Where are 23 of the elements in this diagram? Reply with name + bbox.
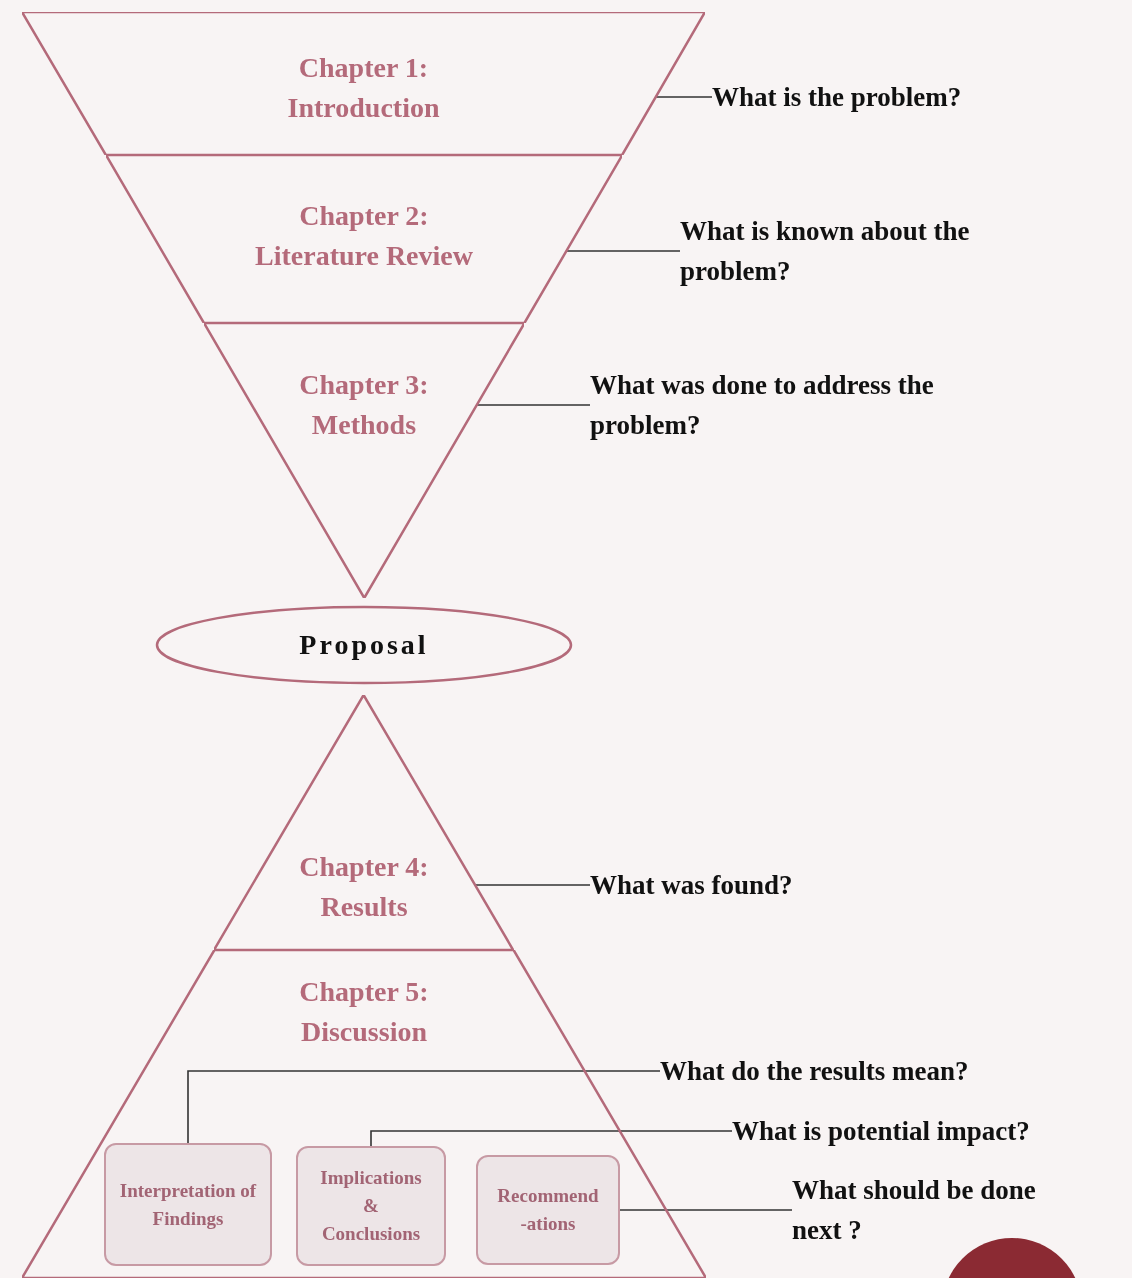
leader-line xyxy=(474,884,591,886)
question-text: What should be done next ? xyxy=(792,1170,1092,1250)
leader-line xyxy=(370,1130,733,1147)
question-text: What was found? xyxy=(590,865,990,905)
leader-line xyxy=(619,1209,793,1211)
leader-line xyxy=(565,250,681,252)
leader-line xyxy=(654,96,713,98)
topic-box: Interpretation of Findings xyxy=(104,1143,272,1266)
chapter-title: Chapter 4: Results xyxy=(298,850,430,924)
question-text: What was done to address the problem? xyxy=(590,365,1035,445)
proposal-label: Proposal xyxy=(299,629,429,660)
chapter-title: Chapter 5: Discussion xyxy=(298,975,430,1049)
question-text: What do the results mean? xyxy=(660,1051,1080,1091)
chapter-title: Chapter 1: Introduction xyxy=(286,51,441,125)
chapter-title: Chapter 3: Methods xyxy=(298,368,430,442)
leader-line xyxy=(475,404,591,406)
topic-box: Implications & Conclusions xyxy=(296,1146,446,1266)
chapter-title: Chapter 2: Literature Review xyxy=(254,199,474,273)
question-text: What is the problem? xyxy=(712,77,1112,117)
leader-line xyxy=(187,1070,661,1144)
topic-box: Recommend -ations xyxy=(476,1155,620,1265)
question-text: What is potential impact? xyxy=(732,1111,1122,1151)
question-text: What is known about the problem? xyxy=(680,211,1060,291)
